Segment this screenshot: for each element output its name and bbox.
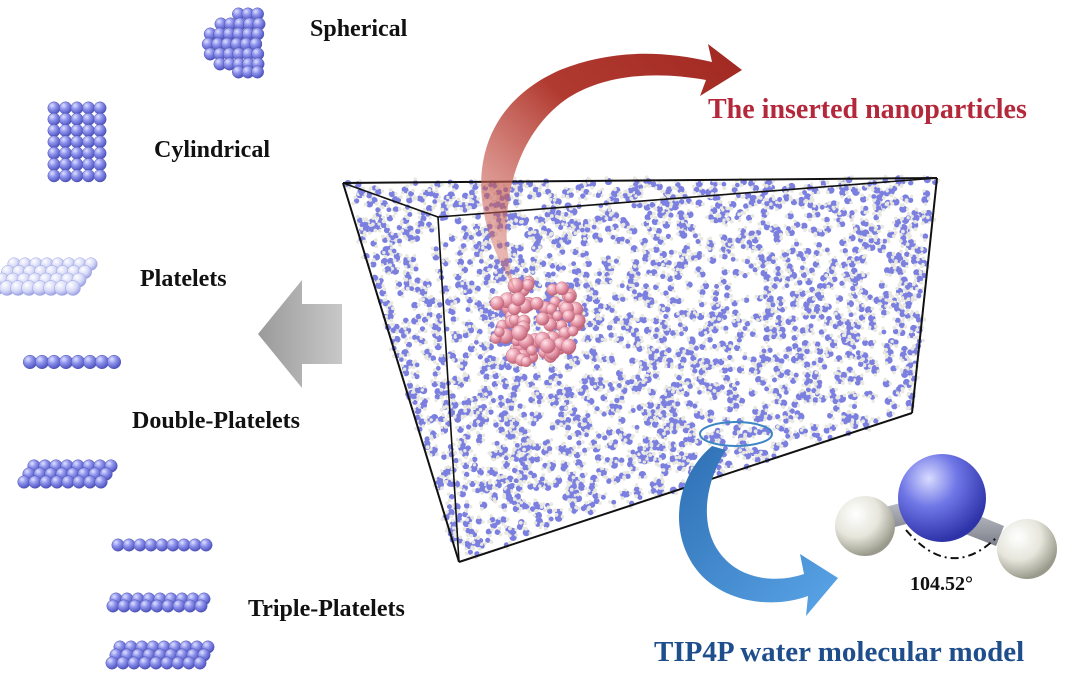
label-spherical: Spherical — [310, 16, 408, 42]
selection-ellipse — [699, 421, 773, 447]
nanoparticle-atom — [530, 296, 544, 311]
box-edge — [342, 182, 439, 218]
nanoparticle-atom — [535, 311, 550, 326]
triple-platelets-nanoparticle — [105, 538, 215, 670]
label-platelets: Platelets — [140, 266, 227, 292]
water-molecule-cloud — [342, 174, 941, 560]
arrows — [258, 44, 838, 616]
simulation-box — [342, 177, 938, 563]
bond-angle-arc — [905, 529, 997, 560]
double-platelets-nanoparticle — [22, 354, 122, 370]
label-double-platelets: Double-Platelets — [132, 408, 300, 434]
nanoparticle-atom — [511, 324, 528, 342]
nanoparticle-atom — [567, 325, 579, 337]
nanoparticle-atom — [520, 356, 532, 368]
blue-curved-arrow — [679, 446, 838, 616]
box-edge — [437, 216, 460, 563]
nanoparticle-atom — [494, 326, 505, 338]
label-bond-angle: 104.52° — [910, 573, 973, 595]
box-edge — [911, 177, 938, 414]
cylindrical-nanoparticle — [47, 101, 107, 183]
water-molecule-model — [835, 454, 1057, 579]
box-edge — [437, 177, 938, 218]
label-cylindrical: Cylindrical — [154, 137, 271, 163]
inserted-nanoparticle — [490, 275, 586, 368]
nanoparticle-atom — [564, 291, 575, 303]
double-platelets-stack — [17, 459, 118, 489]
nanoparticle-atom — [552, 310, 563, 322]
nanoparticle-atom — [490, 296, 505, 311]
label-triple-platelets: Triple-Platelets — [248, 596, 405, 622]
nanoparticle-atom — [555, 281, 569, 296]
nanoparticle-atom — [511, 291, 526, 307]
platelets-nanoparticle — [0, 257, 98, 296]
nanoparticle-atom — [539, 337, 556, 354]
hydrogen-atom-left — [835, 496, 895, 556]
nanoparticle-atom — [561, 338, 577, 354]
box-edge — [342, 177, 938, 184]
nanoparticle-atom — [545, 303, 557, 315]
nanoparticle-atom — [526, 344, 538, 356]
nanoparticle-atom — [562, 309, 575, 323]
hydrogen-atom-right — [997, 519, 1057, 579]
label-tip4p-model: TIP4P water molecular model — [654, 636, 1025, 668]
nanoparticle-atom — [521, 279, 535, 292]
red-curved-arrow — [481, 44, 742, 290]
box-edge — [342, 182, 460, 563]
spherical-nanoparticle — [201, 7, 266, 79]
gray-left-arrow — [258, 280, 342, 388]
oxygen-atom — [898, 454, 986, 542]
label-inserted-nanoparticles: The inserted nanoparticles — [708, 94, 1027, 125]
nanoparticle-shapes — [0, 7, 266, 670]
